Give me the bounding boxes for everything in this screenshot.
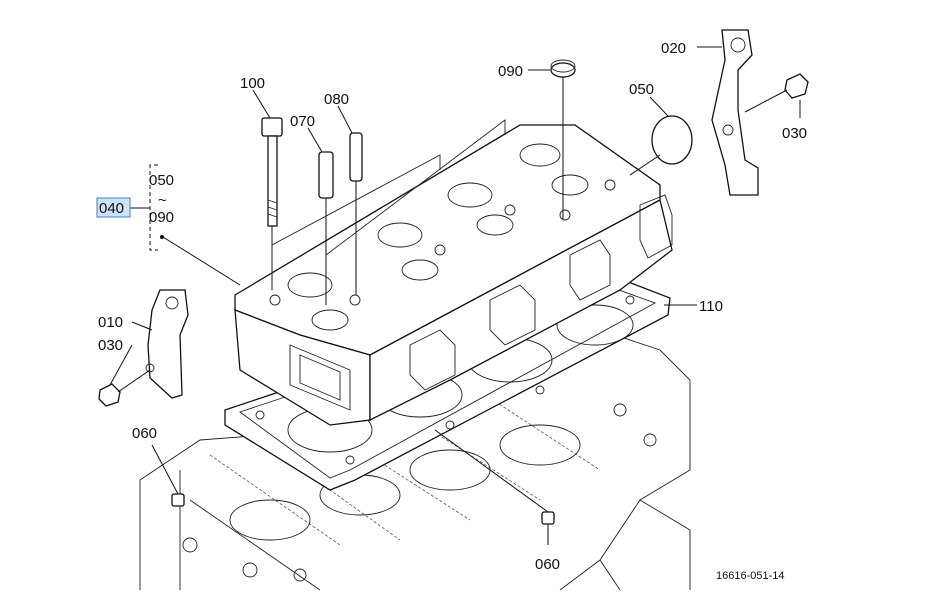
cylinder-head: [234, 124, 673, 426]
lifting-hook-010: [145, 289, 189, 399]
callout-070[interactable]: 070: [290, 113, 315, 130]
callout-040-highlight: [96, 197, 131, 218]
callout-060-left[interactable]: 060: [132, 425, 157, 442]
cap-plug-090: [550, 59, 576, 220]
callout-050-range-start: 050: [149, 172, 174, 189]
callout-040[interactable]: 040: [99, 200, 124, 217]
callout-110[interactable]: 110: [699, 298, 723, 315]
callout-060-bottom[interactable]: 060: [535, 556, 560, 573]
callout-030-left[interactable]: 030: [98, 337, 123, 354]
dowel-pin-060-left: [171, 493, 185, 507]
head-bolt: [261, 117, 283, 290]
bolt-030-left: [98, 369, 151, 407]
callout-020[interactable]: 020: [661, 40, 686, 57]
plug-050: [629, 115, 693, 176]
callout-090-cap[interactable]: 090: [498, 63, 523, 80]
callout-080[interactable]: 080: [324, 91, 349, 108]
lifting-hook-020: [711, 29, 759, 196]
callout-090-range-end: 090: [149, 209, 174, 226]
callout-050-plug[interactable]: 050: [629, 81, 654, 98]
callout-010[interactable]: 010: [98, 314, 123, 331]
callout-100[interactable]: 100: [240, 75, 265, 92]
callout-030-right[interactable]: 030: [782, 125, 807, 142]
range-symbol: ~: [158, 192, 167, 209]
bracket-dot: [160, 235, 164, 239]
drawing-code: 16616-051-14: [716, 570, 785, 582]
dowel-pin-060-bottom: [541, 511, 555, 525]
leader-lines: [109, 46, 801, 545]
bolt-030-right: [744, 73, 809, 113]
callout-labels: 040 050 ~ 090 100 070 080 090 050 020 03…: [96, 40, 807, 582]
